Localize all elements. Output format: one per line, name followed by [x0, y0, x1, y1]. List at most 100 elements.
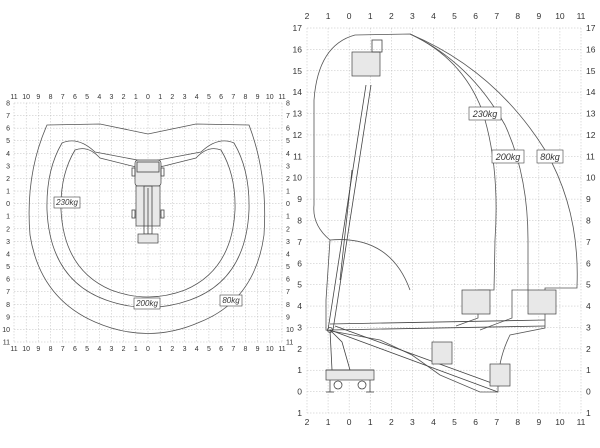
side-view-main-boom — [327, 84, 367, 331]
side-view-basket-mid — [461, 289, 491, 315]
top-view-wheel — [160, 167, 165, 177]
y-tick-label: 3 — [586, 322, 591, 332]
top-view-wheel — [131, 209, 136, 219]
y-tick-label: 0 — [297, 387, 302, 397]
y-tick-label: 5 — [6, 138, 10, 145]
y-tick-label: 2 — [297, 344, 302, 354]
side-view-horizontal-boom — [329, 325, 546, 331]
y-tick-label: 3 — [6, 163, 10, 170]
top-view-machine — [131, 159, 165, 244]
y-tick-label: 12 — [293, 130, 303, 140]
y-tick-label: 2 — [286, 176, 290, 183]
y-tick-label: 1 — [586, 365, 591, 375]
x-tick-label: 6 — [473, 11, 478, 21]
x-tick-label: 5 — [452, 11, 457, 21]
y-tick-label: 2 — [586, 344, 591, 354]
side-view-label-230kg: 230kg — [472, 109, 498, 119]
y-tick-label: 8 — [286, 302, 290, 309]
x-tick-label: 2 — [170, 346, 174, 353]
x-tick-label: 9 — [256, 346, 260, 353]
y-tick-label: 1 — [286, 214, 290, 221]
y-tick-label: 1 — [586, 408, 591, 418]
x-tick-label: 0 — [347, 417, 352, 427]
y-tick-label: 7 — [6, 113, 10, 120]
x-tick-label: 6 — [219, 94, 223, 101]
y-tick-label: 1 — [297, 408, 302, 418]
x-tick-label: 3 — [110, 346, 114, 353]
x-tick-label: 7 — [231, 94, 235, 101]
y-tick-label: 8 — [6, 302, 10, 309]
x-tick-label: 5 — [452, 417, 457, 427]
x-tick-label: 11 — [10, 94, 17, 101]
top-view-windscreen — [136, 161, 160, 173]
x-tick-label: 4 — [97, 346, 101, 353]
y-tick-label: 17 — [586, 23, 596, 33]
y-tick-label: 15 — [293, 66, 303, 76]
y-tick-label: 9 — [586, 194, 591, 204]
y-tick-label: 3 — [286, 239, 290, 246]
y-tick-label: 4 — [286, 151, 290, 158]
y-tick-label: 3 — [297, 322, 302, 332]
x-tick-label: 5 — [85, 94, 89, 101]
y-tick-label: 16 — [586, 44, 596, 54]
y-tick-label: 8 — [586, 216, 591, 226]
side-view-machine — [325, 39, 557, 393]
x-tick-label: 3 — [183, 346, 187, 353]
y-tick-label: 7 — [286, 113, 290, 120]
x-tick-label: 1 — [368, 11, 373, 21]
y-tick-label: 6 — [6, 277, 10, 284]
y-tick-label: 4 — [297, 301, 302, 311]
x-tick-label: 2 — [170, 94, 174, 101]
x-tick-label: 9 — [36, 94, 40, 101]
y-tick-label: 2 — [6, 176, 10, 183]
x-tick-label: 3 — [183, 94, 187, 101]
y-tick-label: 8 — [286, 101, 290, 108]
side-view-lower-boom — [329, 329, 499, 393]
y-tick-label: 5 — [586, 280, 591, 290]
y-tick-label: 11 — [286, 340, 293, 347]
top-view-envelope-200kg — [46, 140, 250, 308]
y-tick-label: 10 — [293, 173, 303, 183]
y-tick-label: 10 — [286, 327, 294, 334]
x-tick-label: 10 — [22, 346, 30, 353]
y-tick-label: 14 — [293, 87, 303, 97]
x-tick-label: 0 — [347, 11, 352, 21]
y-tick-label: 2 — [6, 226, 10, 233]
y-tick-label: 10 — [586, 173, 596, 183]
x-tick-label: 1 — [134, 346, 138, 353]
y-tick-label: 6 — [6, 126, 10, 133]
x-tick-label: 2 — [305, 417, 310, 427]
side-view-basket-top-controls — [371, 39, 383, 53]
y-tick-label: 3 — [6, 239, 10, 246]
y-tick-label: 5 — [286, 138, 290, 145]
top-view-label-230kg: 230kg — [55, 198, 78, 207]
x-tick-label: 10 — [266, 94, 274, 101]
x-tick-label: 7 — [494, 417, 499, 427]
y-tick-label: 11 — [293, 151, 302, 161]
x-tick-label: 5 — [207, 94, 211, 101]
side-view-label-80kg: 80kg — [540, 152, 560, 162]
side-view-chassis — [325, 369, 375, 381]
side-view-basket-bottom — [489, 363, 511, 387]
side-view-wheel — [333, 380, 343, 390]
y-tick-label: 14 — [586, 87, 596, 97]
x-tick-label: 2 — [122, 346, 126, 353]
y-tick-label: 11 — [3, 340, 10, 347]
top-view-envelope-80kg — [28, 123, 266, 334]
x-tick-label: 1 — [326, 11, 331, 21]
y-tick-label: 7 — [6, 289, 10, 296]
x-tick-label: 1 — [326, 417, 331, 427]
x-tick-label: 2 — [389, 417, 394, 427]
x-tick-label: 11 — [577, 417, 586, 427]
x-tick-label: 0 — [146, 94, 150, 101]
side-view-basket-low — [431, 341, 453, 365]
y-tick-label: 7 — [286, 289, 290, 296]
side-view-label-200kg-box — [491, 149, 525, 164]
